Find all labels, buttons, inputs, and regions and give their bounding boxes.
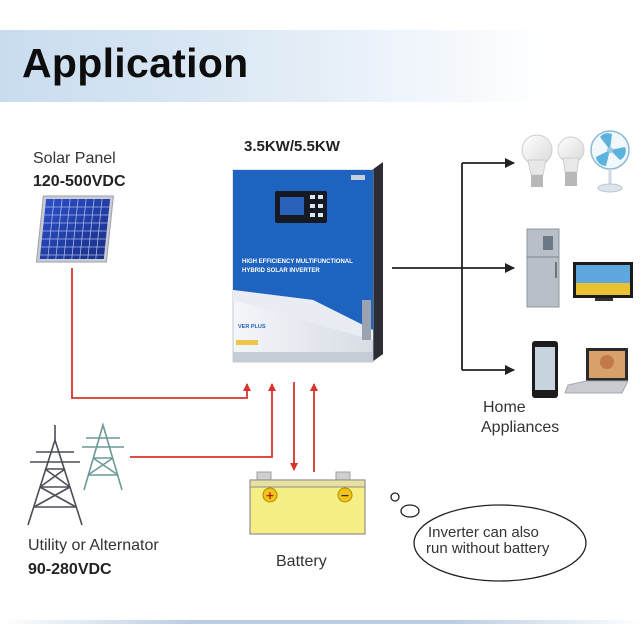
solar-panel-voltage: 120-500VDC [33, 173, 126, 190]
solar-panel-icon [35, 195, 114, 263]
page-title: Application [22, 40, 249, 86]
utility-voltage: 90-280VDC [28, 561, 112, 578]
home-appliances-label-1: Home [483, 399, 526, 416]
inverter-model: VER PLUS [238, 324, 266, 330]
svg-text:+: + [265, 489, 274, 502]
light-bulb-icon-2 [557, 136, 585, 186]
footer-divider [0, 620, 644, 624]
solar-to-inverter-arrow [71, 268, 251, 399]
inverter-panel-line1: HIGH EFFICIENCY MULTIFUNCTIONAL [242, 259, 353, 265]
note-line-2: run without battery [426, 540, 550, 557]
utility-to-inverter-arrow [130, 383, 276, 458]
battery-label: Battery [276, 553, 327, 570]
note-line-1: Inverter can also [428, 524, 539, 541]
utility-label: Utility or Alternator [28, 537, 159, 554]
refrigerator-icon [526, 228, 560, 308]
laptop-icon [564, 348, 629, 394]
svg-text:−: − [340, 489, 349, 502]
light-bulb-icon [521, 134, 553, 187]
fan-icon [590, 130, 630, 193]
inverter-panel-line2: HYBRID SOLAR INVERTER [242, 268, 320, 274]
transmission-tower-icon [27, 425, 83, 526]
power-flow-arrows [71, 268, 318, 472]
home-appliances-label-2: Appliances [481, 419, 560, 436]
transmission-tower-icon-2 [82, 422, 124, 491]
inverter-icon: HIGH EFFICIENCY MULTIFUNCTIONAL HYBRID S… [232, 162, 383, 363]
inverter-power-label: 3.5KW/5.5KW [244, 138, 340, 155]
output-arrows [392, 158, 515, 375]
television-icon [573, 262, 633, 301]
solar-panel-label: Solar Panel [33, 150, 116, 167]
thought-bubble [390, 492, 587, 582]
smartphone-icon [532, 341, 558, 398]
battery-icon: + − [249, 471, 366, 535]
header-banner [0, 30, 644, 102]
